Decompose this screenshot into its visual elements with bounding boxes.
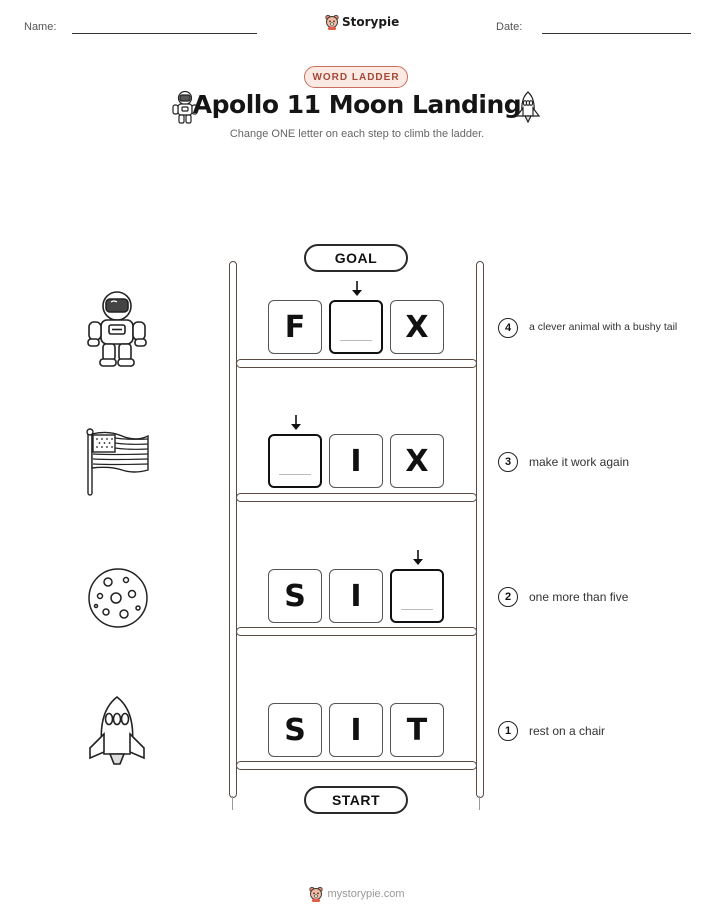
bear-icon [325,14,339,30]
letter-tile: I [329,434,383,488]
brand-name: Storypie [342,15,400,29]
arrow-down-icon [352,281,362,296]
letter-tile: X [390,300,444,354]
bear-icon [309,886,324,902]
rocket-icon [515,91,541,124]
clue-text: make it work again [529,455,630,469]
arrow-down-icon [413,550,423,565]
step-number: 4 [498,318,518,338]
blank-letter-input[interactable] [268,434,322,488]
ladder-rung [236,493,477,502]
letter-tile: X [390,434,444,488]
letter-tile: T [390,703,444,757]
step-number: 2 [498,587,518,607]
footer: mystorypie.com [0,886,714,902]
ladder-rung [236,627,477,636]
letter-tile: I [329,703,383,757]
step-number: 3 [498,452,518,472]
footer-website[interactable]: mystorypie.com [327,888,405,900]
word-ladder-badge: WORD LADDER [304,66,408,88]
step-number: 1 [498,721,518,741]
rail-foot-left [232,796,233,810]
astronaut-icon [172,90,198,124]
clue-text: rest on a chair [529,724,606,738]
letter-tile: S [268,569,322,623]
astronaut-icon [87,291,147,367]
ladder-left-rail [229,261,237,798]
ladder-rung [236,359,477,368]
date-label: Date: [496,21,523,33]
clue-text: one more than five [529,590,629,604]
brand-logo: Storypie [325,14,399,30]
ladder-rung [236,761,477,770]
letter-tile: F [268,300,322,354]
rail-foot-right [479,796,480,810]
clue-text: a clever animal with a bushy tail [529,321,678,333]
letter-tile: I [329,569,383,623]
page-title: Apollo 11 Moon Landing [192,90,522,119]
ladder-right-rail [476,261,484,798]
start-label: START [304,786,408,814]
flag-icon [86,428,149,496]
blank-letter-input[interactable] [390,569,444,623]
goal-label: GOAL [304,244,408,272]
name-line[interactable] [72,33,257,34]
date-line[interactable] [542,33,691,34]
arrow-down-icon [291,415,301,430]
page-subtitle: Change ONE letter on each step to climb … [229,128,485,140]
moon-icon [88,568,148,628]
name-label: Name: [24,21,57,33]
letter-tile: S [268,703,322,757]
blank-letter-input[interactable] [329,300,383,354]
rocket-icon [89,695,145,765]
